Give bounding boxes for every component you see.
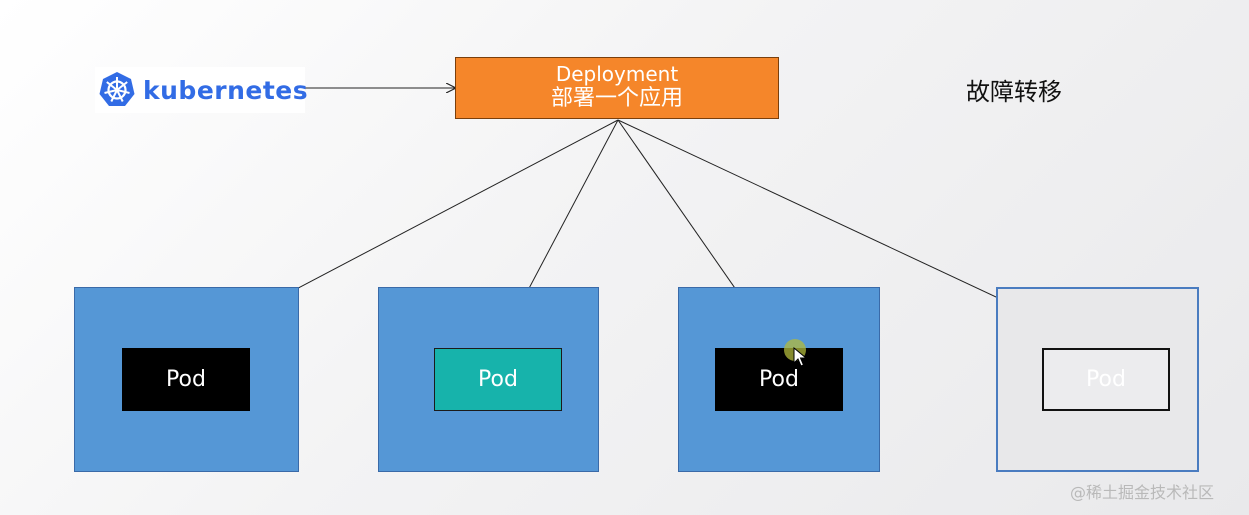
watermark: @稀土掘金技术社区: [1070, 483, 1215, 502]
pod-2: Pod: [434, 348, 562, 411]
kubernetes-logo: kubernetes: [95, 67, 309, 113]
mouse-cursor-icon: [793, 347, 807, 367]
pod-4-failed: Pod: [1042, 348, 1170, 411]
pod-3: Pod: [715, 348, 843, 411]
pod-1: Pod: [122, 348, 250, 411]
kubernetes-helm-wheel-icon: [98, 71, 136, 109]
kubernetes-logo-text: kubernetes: [143, 75, 309, 105]
deployment-box: Deployment 部署一个应用: [455, 57, 779, 119]
deployment-subtitle: 部署一个应用: [550, 86, 683, 111]
deployment-title: Deployment: [555, 62, 679, 86]
failover-heading: 故障转移: [966, 78, 1062, 106]
